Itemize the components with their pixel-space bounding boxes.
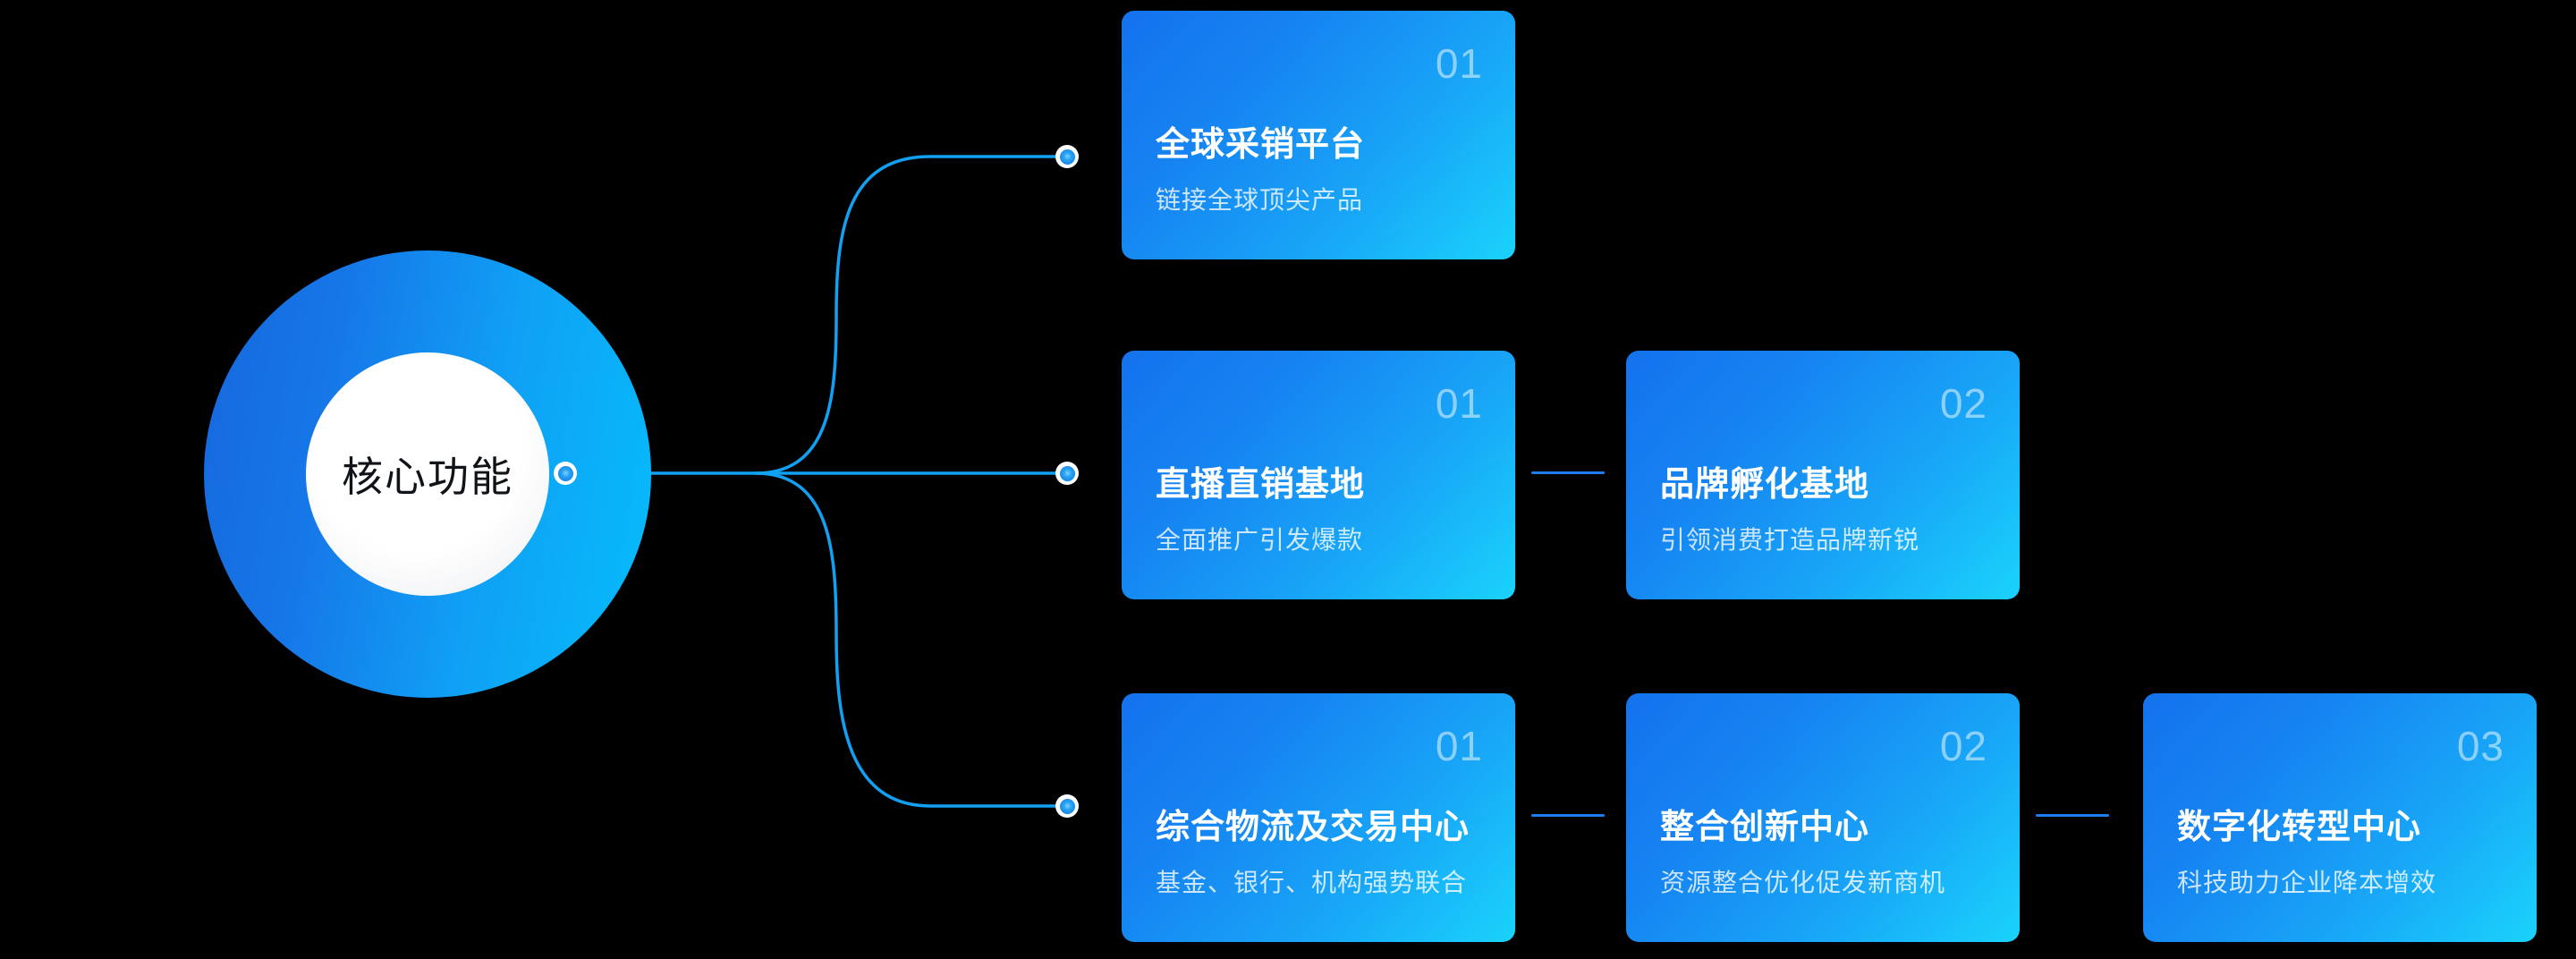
hub-node[interactable]: 核心功能 (204, 250, 651, 698)
card-description: 科技助力企业降本增效 (2177, 869, 2437, 896)
row-2-connector-dot[interactable] (1055, 462, 1079, 485)
card-title: 直播直销基地 (1156, 466, 1366, 504)
card-title: 整合创新中心 (1660, 809, 1870, 846)
hub-label: 核心功能 (342, 454, 513, 500)
card-description: 全面推广引发爆款 (1156, 526, 1364, 554)
card-number: 01 (1435, 723, 1483, 769)
hub-connector-dot[interactable] (554, 462, 577, 485)
card-number: 02 (1939, 723, 1987, 769)
card-title: 全球采销平台 (1156, 126, 1366, 164)
card-row2-2[interactable]: 02 品牌孵化基地 引领消费打造品牌新锐 (1626, 351, 2020, 599)
card-number: 01 (1435, 380, 1483, 427)
card-row1-1[interactable]: 01 全球采销平台 链接全球顶尖产品 (1122, 11, 1515, 259)
card-number: 02 (1939, 380, 1987, 427)
card-description: 基金、银行、机构强势联合 (1156, 869, 1468, 896)
card-title: 数字化转型中心 (2177, 809, 2422, 846)
card-row3-1[interactable]: 01 综合物流及交易中心 基金、银行、机构强势联合 (1122, 693, 1515, 942)
card-row3-3[interactable]: 03 数字化转型中心 科技助力企业降本增效 (2143, 693, 2537, 942)
row-3-connector-dot[interactable] (1055, 794, 1079, 818)
row-1-connector-dot[interactable] (1055, 145, 1079, 168)
hub-inner-circle: 核心功能 (306, 352, 549, 596)
card-link-row3-1-2 (1531, 814, 1605, 817)
card-number: 01 (1435, 40, 1483, 87)
card-row3-2[interactable]: 02 整合创新中心 资源整合优化促发新商机 (1626, 693, 2020, 942)
card-link-row3-2-3 (2036, 814, 2109, 817)
card-description: 资源整合优化促发新商机 (1660, 869, 1946, 896)
card-description: 链接全球顶尖产品 (1156, 186, 1364, 214)
card-title: 品牌孵化基地 (1660, 466, 1870, 504)
card-link-row2-1-2 (1531, 471, 1605, 474)
card-row2-1[interactable]: 01 直播直销基地 全面推广引发爆款 (1122, 351, 1515, 599)
card-title: 综合物流及交易中心 (1156, 809, 1470, 846)
card-description: 引领消费打造品牌新锐 (1660, 526, 1920, 554)
card-number: 03 (2456, 723, 2504, 769)
